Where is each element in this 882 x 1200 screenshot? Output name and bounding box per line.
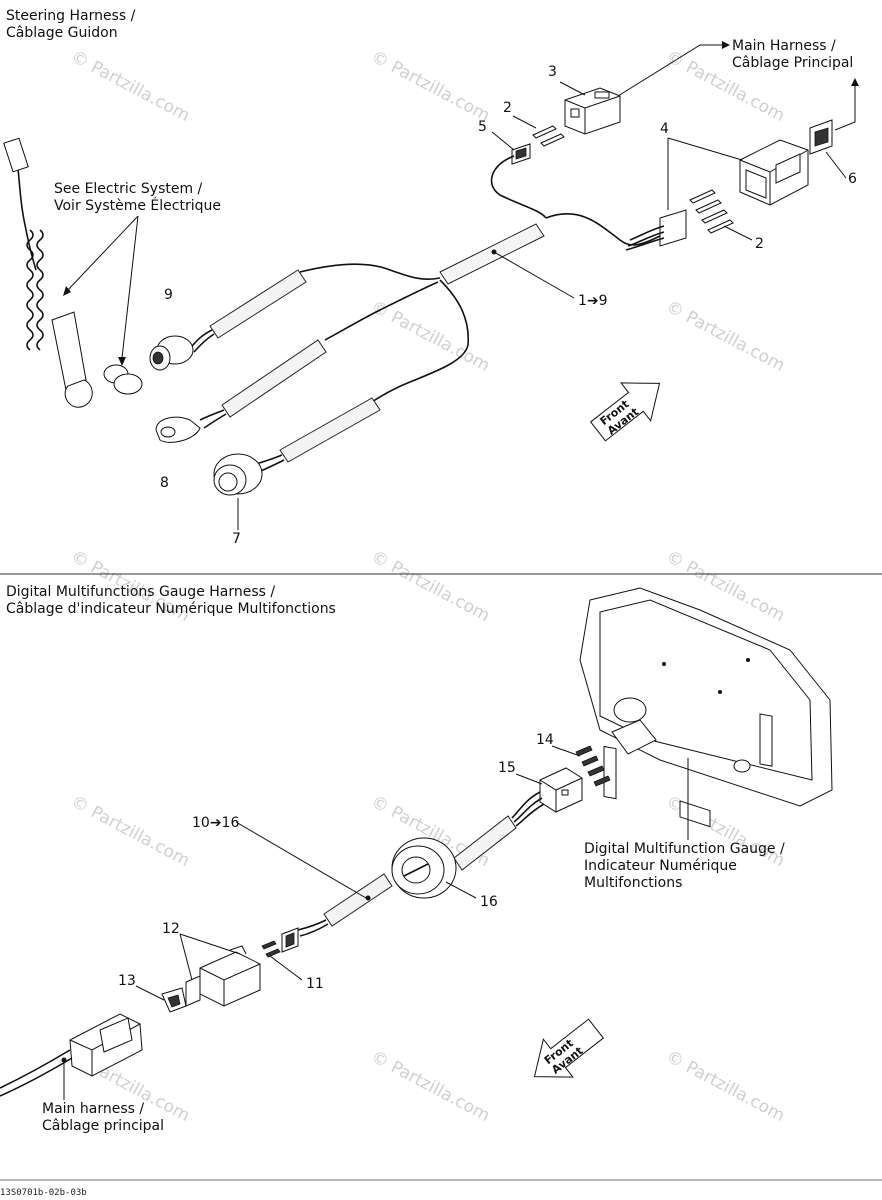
callout-5: 5	[478, 119, 487, 135]
callout-7: 7	[232, 531, 241, 547]
front-arrow-bottom: Front Avant	[533, 1018, 605, 1078]
callout-13: 13	[118, 973, 136, 989]
connector-15	[539, 767, 583, 813]
arrowhead	[63, 286, 71, 296]
leader-12-left	[179, 933, 193, 981]
gauge-harness-wires	[297, 791, 545, 937]
main-harness-bottom-line1: Main harness /	[42, 1101, 144, 1117]
seal-5	[511, 143, 531, 165]
watermark: © Partzilla.com	[68, 47, 193, 126]
connector-4	[739, 139, 809, 206]
gauge-title-line2: Câblage d'indicateur Numérique Multifonc…	[6, 601, 336, 617]
callout-11: 11	[306, 976, 324, 992]
leader-dot	[491, 249, 497, 255]
callout-12: 12	[162, 921, 180, 937]
seal-13	[161, 987, 187, 1013]
main-harness-label-line1: Main Harness /	[732, 38, 836, 54]
leader-1-9	[493, 251, 575, 299]
steering-wires	[299, 155, 661, 403]
leader-2-top	[512, 115, 537, 129]
arrowhead	[722, 41, 730, 49]
leader-6	[825, 151, 847, 179]
steering-title-line1: Steering Harness /	[6, 8, 136, 24]
connector-3	[564, 87, 621, 135]
terminal-pins-2-right	[689, 189, 734, 234]
callout-6: 6	[848, 171, 857, 187]
leader-16	[445, 881, 477, 899]
leader-main-harness-top	[617, 44, 722, 97]
leader-electric-1	[65, 215, 139, 293]
leader-3	[559, 81, 586, 96]
leader-12-right	[179, 933, 241, 955]
seal-6	[809, 119, 833, 155]
leader-dot	[365, 895, 371, 901]
leader-2-right	[723, 225, 753, 241]
connector-housing-right	[625, 209, 687, 251]
gauge-label-line2: Indicateur Numérique	[584, 858, 737, 874]
gauge-label-line1: Digital Multifunction Gauge /	[584, 841, 785, 857]
arrowhead	[118, 357, 126, 366]
leader-10-16	[235, 821, 367, 899]
terminal-pins-2-top	[532, 125, 565, 147]
watermark: © Partzilla.com	[663, 1047, 788, 1126]
watermark: © Partzilla.com	[68, 792, 193, 871]
callout-16: 16	[480, 894, 498, 910]
leader-14	[551, 745, 581, 757]
steering-title-line2: Câblage Guidon	[6, 25, 118, 41]
watermark: © Partzilla.com	[368, 47, 493, 126]
front-arrow-top: Front Avant	[589, 382, 661, 442]
main-harness-bottom-line2: Câblage principal	[42, 1118, 164, 1134]
sensor-9	[149, 269, 307, 371]
callout-15: 15	[498, 760, 516, 776]
leader-11	[269, 955, 303, 981]
main-harness-label-line2: Câblage Principal	[732, 55, 853, 71]
callout-14: 14	[536, 732, 554, 748]
footer-code: 13S0701b-02b-03b	[0, 1188, 87, 1198]
watermark: © Partzilla.com	[368, 547, 493, 626]
leader-electric-2	[121, 215, 139, 359]
gauge-label-line3: Multifonctions	[584, 875, 682, 891]
sensor-7	[213, 397, 381, 496]
callout-2-right: 2	[755, 236, 764, 252]
callout-8: 8	[160, 475, 169, 491]
callout-9: 9	[164, 287, 173, 303]
connector-12	[185, 945, 261, 1007]
leader-dot	[61, 1057, 67, 1063]
electric-system-label-line2: Voir Système Électrique	[54, 197, 221, 214]
digital-gauge	[579, 587, 833, 828]
watermark: © Partzilla.com	[663, 297, 788, 376]
callout-4: 4	[660, 121, 669, 137]
leader-main-harness-right	[834, 85, 856, 131]
leader-13	[135, 985, 165, 1001]
seal-11	[261, 927, 299, 958]
callout-3: 3	[548, 64, 557, 80]
watermark: © Partzilla.com	[368, 1047, 493, 1126]
callout-10-16: 10➔16	[192, 815, 239, 831]
leader-15	[515, 773, 543, 785]
ring-terminal-8	[155, 339, 327, 443]
leader-5	[491, 131, 515, 151]
electric-system-label-line1: See Electric System /	[54, 181, 203, 197]
main-harness-connector	[0, 1013, 143, 1097]
leader-4-right	[667, 137, 743, 161]
steering-harness-section: Steering Harness / Câblage Guidon Main H…	[3, 8, 859, 547]
grommet-16	[391, 837, 457, 899]
gauge-harness-section: Digital Multifunctions Gauge Harness / C…	[0, 584, 833, 1134]
callout-2-top: 2	[503, 100, 512, 116]
watermark: © Partzilla.com	[368, 297, 493, 376]
gauge-title-line1: Digital Multifunctions Gauge Harness /	[6, 584, 275, 600]
callout-1-9: 1➔9	[578, 293, 608, 309]
arrowhead	[851, 78, 859, 86]
electric-system-coil	[3, 137, 143, 408]
